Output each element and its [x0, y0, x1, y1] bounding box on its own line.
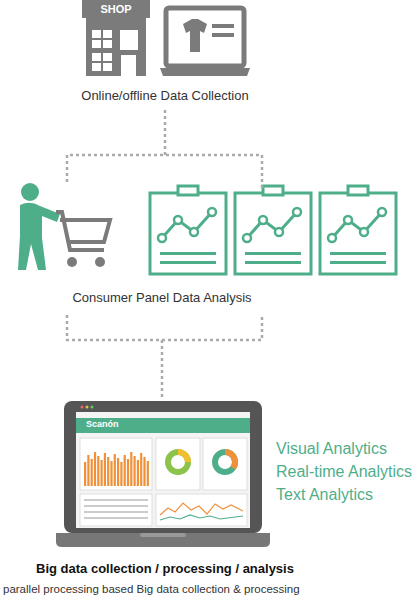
- stage-group: Consumer Panel Data Analysis: [4, 182, 412, 312]
- dotted-connector: [67, 315, 262, 398]
- stage-subcaption: parallel processing based Big data colle…: [0, 580, 416, 600]
- dotted-connector: [67, 110, 262, 190]
- feature-text: Text Analytics: [276, 483, 373, 507]
- feature-text: Real-time Analytics: [276, 460, 412, 484]
- stage-caption: Online/offline Data Collection: [60, 85, 270, 107]
- app-logo: Scanón: [86, 418, 119, 432]
- shopper-icon: [18, 183, 110, 270]
- stage-caption: Big data collection / processing / analy…: [0, 558, 330, 580]
- stage-group: Online/offline Data Collection: [60, 0, 270, 110]
- stage-caption: Consumer Panel Data Analysis: [4, 287, 320, 309]
- feature-text: Visual Analytics: [276, 437, 387, 461]
- laptop-dashboard: [56, 401, 270, 547]
- report-icons: [150, 186, 396, 274]
- laptop-icon: [160, 8, 250, 76]
- shop-icon: [82, 0, 150, 76]
- shop-sign: SHOP: [82, 1, 150, 18]
